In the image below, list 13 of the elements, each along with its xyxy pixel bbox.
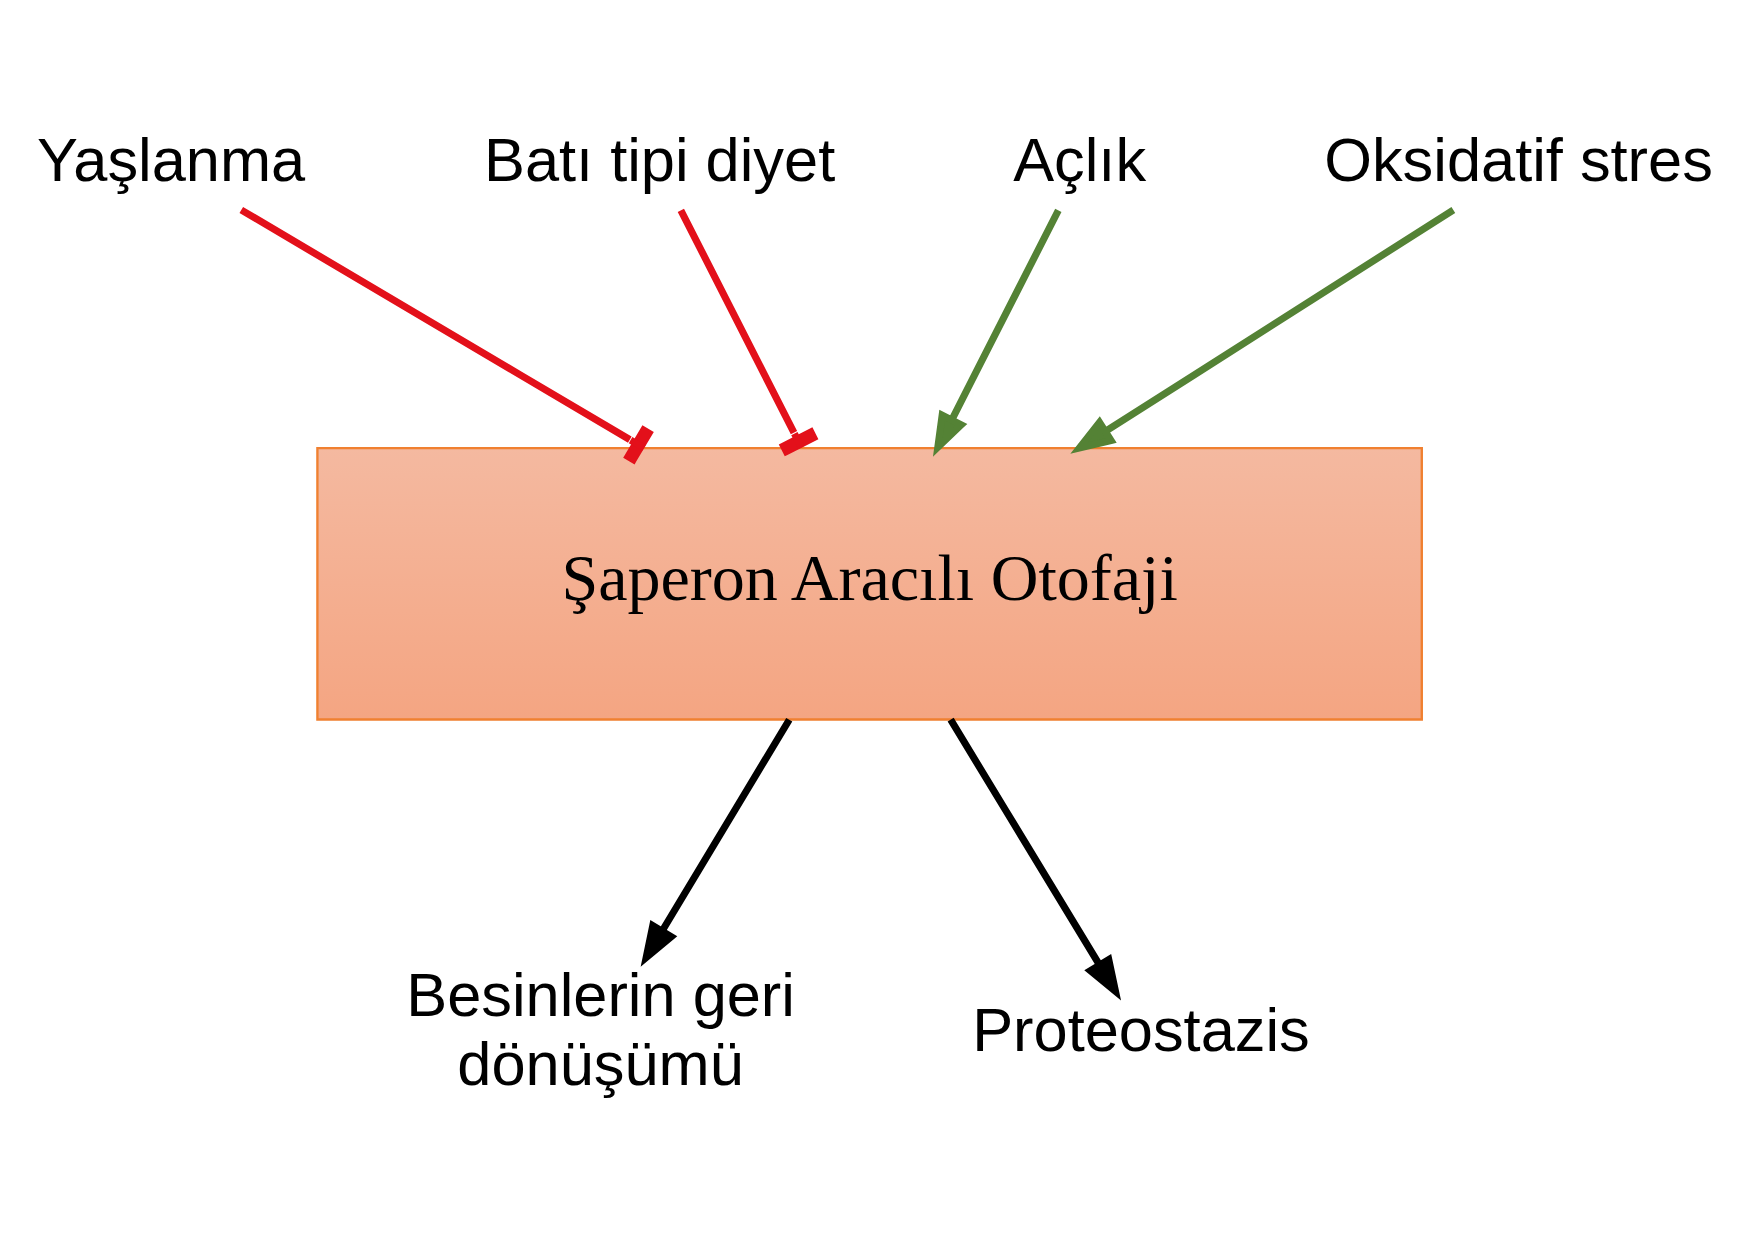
node-text: Açlık (1013, 124, 1147, 194)
node-text: Besinlerin geri dönüşümü (406, 959, 795, 1098)
node-text: Proteostazis (972, 994, 1310, 1064)
node-text: Oksidatif stres (1324, 124, 1713, 194)
arrow (932, 208, 1062, 457)
node-text: Batı tipi diyet (483, 124, 836, 194)
arrow (947, 717, 1122, 1000)
arrow (640, 717, 793, 967)
connector (239, 206, 654, 464)
connector (677, 208, 819, 456)
node-text: Yaşlanma (36, 124, 306, 194)
arrow (1070, 206, 1456, 454)
node-box: Şaperon Aracılı Otofaji (316, 446, 1423, 721)
